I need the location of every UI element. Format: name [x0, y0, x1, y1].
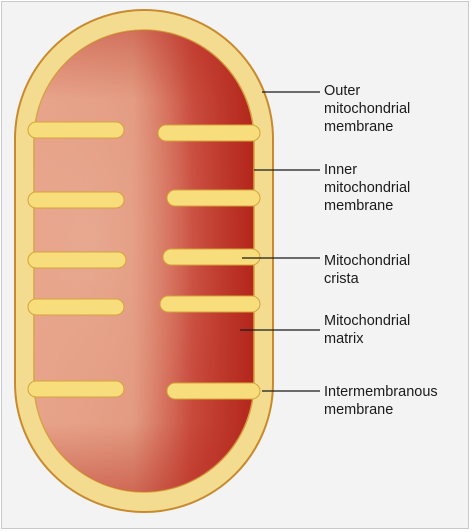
crista-left-2 — [27, 191, 125, 209]
label-matrix: Mitochondrial matrix — [324, 313, 411, 347]
crista-left-3 — [27, 251, 127, 269]
crista-right-3 — [162, 248, 261, 266]
crista-left-4 — [27, 298, 125, 316]
crista-left-1 — [27, 121, 125, 139]
crista-right-5 — [166, 382, 261, 400]
label-intermembranous: Intermembranous membrane — [324, 384, 438, 418]
crista-left-5 — [27, 380, 125, 398]
label-crista: Mitochondrial crista — [324, 253, 411, 287]
crista-right-4 — [159, 295, 261, 313]
matrix-edge-shading — [34, 30, 254, 492]
crista-right-1 — [157, 124, 261, 142]
crista-right-2 — [166, 189, 261, 207]
label-inner-membrane: Inner mitochondrial membrane — [324, 162, 411, 214]
label-outer-membrane: Outer mitochondrial membrane — [324, 83, 411, 135]
